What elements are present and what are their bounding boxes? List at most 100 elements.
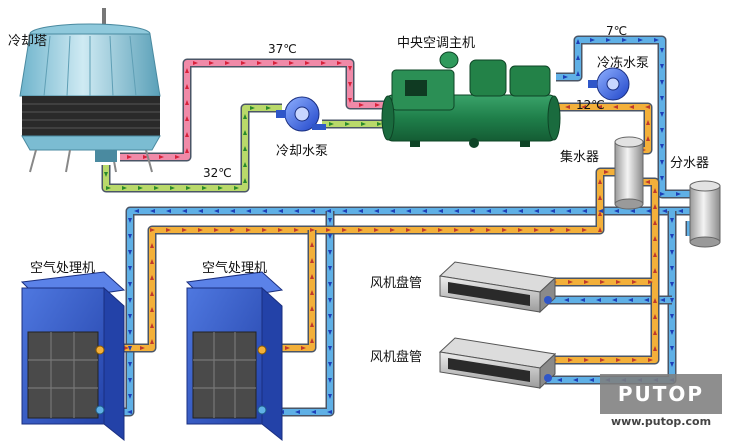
flow-arrow [374, 209, 379, 213]
flow-arrow [590, 38, 595, 42]
flow-arrow [644, 298, 649, 302]
flow-arrow [568, 280, 573, 284]
flow-arrow [502, 209, 507, 213]
flow-arrow [185, 100, 189, 105]
flow-arrow [653, 298, 657, 303]
flow-arrow [438, 209, 443, 213]
flow-arrow [616, 358, 621, 362]
flow-arrow [310, 274, 314, 279]
flow-arrow [175, 155, 180, 159]
flow-arrow [150, 291, 154, 296]
flow-arrow [243, 178, 247, 183]
flow-arrow [486, 209, 491, 213]
flow-arrow [676, 192, 681, 196]
flow-arrow [653, 236, 657, 241]
flow-arrow [328, 362, 332, 367]
flow-arrow [670, 234, 674, 239]
flow-arrow [648, 358, 653, 362]
temp-cooling-return: 32℃ [203, 166, 232, 180]
pipe-return-fcu2 [545, 282, 658, 363]
flow-arrow [584, 280, 589, 284]
flow-arrow [670, 282, 674, 287]
flow-arrow [653, 314, 657, 319]
flow-arrow [566, 209, 571, 213]
flow-arrow [337, 61, 342, 65]
flow-arrow [128, 218, 132, 223]
flow-arrow [310, 290, 314, 295]
flow-arrow [518, 209, 523, 213]
flow-arrow [150, 275, 154, 280]
flow-arrow [128, 314, 132, 319]
flow-arrow [185, 68, 189, 73]
flow-arrow [550, 228, 555, 232]
flow-arrow [243, 130, 247, 135]
flow-arrow [660, 80, 664, 85]
flow-arrow [301, 346, 306, 350]
chiller-unit [381, 51, 561, 148]
flow-arrow [502, 228, 507, 232]
flow-arrow [326, 209, 331, 213]
flow-arrow [122, 186, 127, 190]
flow-arrow [328, 266, 332, 271]
flow-arrow [653, 204, 657, 209]
flow-arrow [654, 38, 659, 42]
flow-arrow [645, 105, 650, 109]
flow-arrow [193, 61, 198, 65]
flow-arrow [241, 61, 246, 65]
flow-arrow [358, 209, 363, 213]
flow-arrow [150, 228, 155, 232]
flow-arrow [140, 346, 145, 350]
flow-arrow [622, 38, 627, 42]
flow-arrow [660, 298, 665, 302]
flow-arrow [150, 339, 154, 344]
flow-arrow [584, 358, 589, 362]
flow-arrow [218, 186, 223, 190]
flow-arrow [124, 346, 129, 350]
label-chiller: 中央空调主机 [397, 36, 476, 51]
label-chilled-pump: 冷冻水泵 [597, 56, 650, 71]
flow-arrow [185, 84, 189, 89]
flow-arrow [646, 136, 650, 141]
flow-arrow [670, 314, 674, 319]
flow-arrow [438, 228, 443, 232]
flow-arrow [630, 209, 635, 213]
watermark-brand: PUTOP [618, 382, 704, 406]
flow-arrow [660, 112, 664, 117]
flow-arrow [660, 48, 664, 53]
flow-arrow [600, 280, 605, 284]
flow-arrow [150, 259, 154, 264]
flow-arrow [582, 209, 587, 213]
flow-arrow [289, 61, 294, 65]
flow-arrow [230, 209, 235, 213]
flow-arrow [150, 243, 154, 248]
flow-arrow [565, 105, 570, 109]
flow-arrow [348, 98, 352, 103]
flow-arrow [678, 209, 683, 213]
flow-arrow [670, 330, 674, 335]
flow-arrow [198, 209, 203, 213]
flow-arrow [632, 280, 637, 284]
flow-arrow [422, 209, 427, 213]
flow-arrow [328, 330, 332, 335]
water-collector-tank [614, 136, 644, 210]
flow-arrow [214, 209, 219, 213]
flow-arrow [273, 61, 278, 65]
flow-arrow [150, 323, 154, 328]
flow-arrow [257, 61, 262, 65]
flow-arrow [209, 61, 214, 65]
flow-arrow [166, 209, 171, 213]
flow-arrow [598, 209, 603, 213]
flow-arrow [328, 218, 332, 223]
flow-arrow [660, 176, 664, 181]
flow-arrow [612, 298, 617, 302]
flow-arrow [182, 209, 187, 213]
flow-arrow [246, 228, 251, 232]
flow-arrow [310, 242, 314, 247]
flow-arrow [534, 209, 539, 213]
flow-arrow [454, 228, 459, 232]
flow-arrow [128, 250, 132, 255]
flow-arrow [557, 378, 562, 382]
flow-arrow [106, 186, 111, 190]
